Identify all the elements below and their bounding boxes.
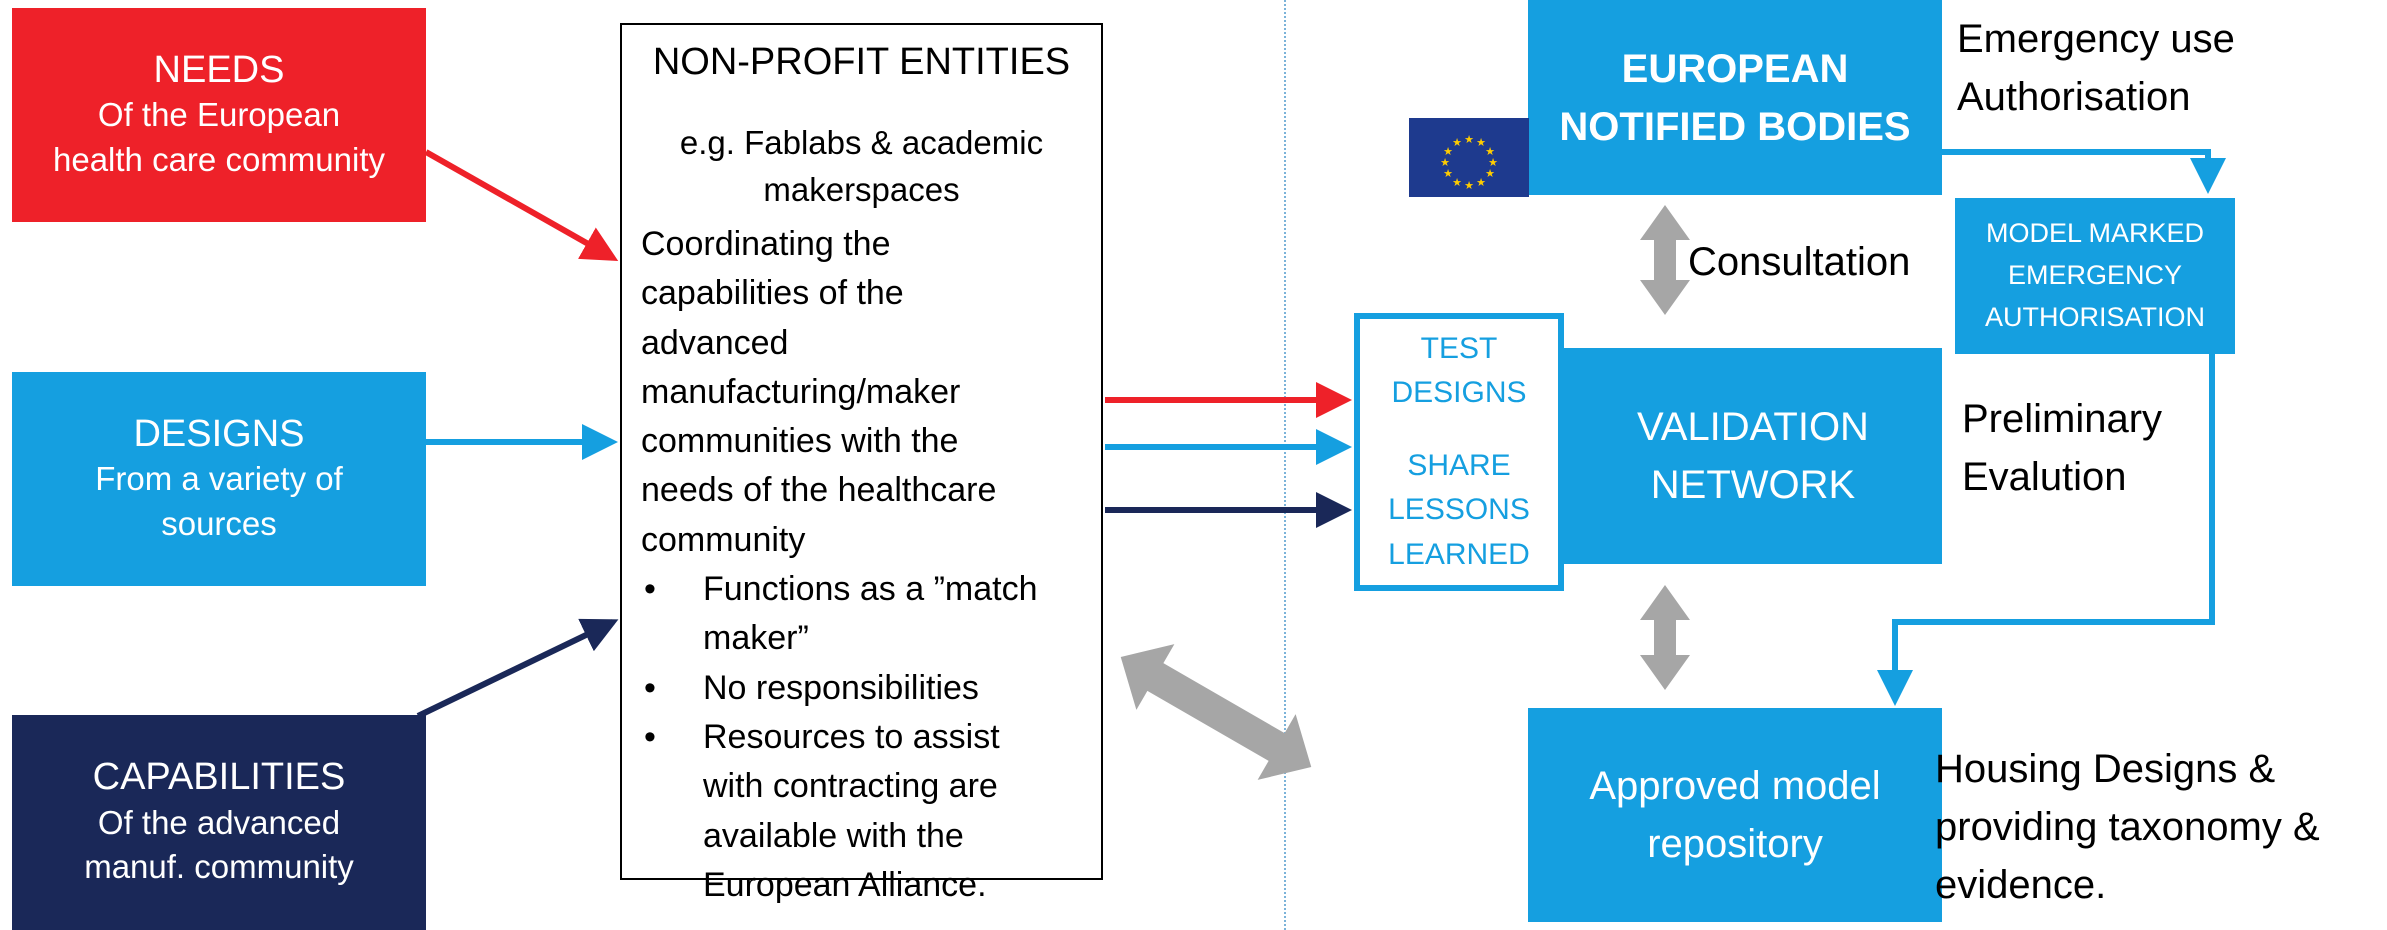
- eu-flag-icon: ★ ★ ★ ★ ★ ★ ★ ★ ★ ★ ★ ★: [1409, 118, 1529, 197]
- body-line: manufacturing/maker: [641, 372, 961, 411]
- needs-title: NEEDS: [153, 48, 285, 91]
- body-line: community: [641, 520, 806, 559]
- emergency-line1: Emergency use: [1957, 17, 2235, 61]
- non-profit-subtitle-line2: makerspaces: [763, 171, 960, 209]
- consultation-double-arrow: [1640, 205, 1690, 315]
- bullet-line: available with the: [703, 816, 964, 855]
- model-marked-box: MODEL MARKED EMERGENCY AUTHORISATION: [1955, 198, 2235, 354]
- needs-box: NEEDS Of the European health care commun…: [12, 8, 426, 222]
- test-line1: TEST: [1420, 332, 1498, 366]
- bullet-line: Resources to assist: [703, 717, 1000, 756]
- non-profit-box: NON-PROFIT ENTITIES e.g. Fablabs & acade…: [620, 23, 1103, 904]
- preliminary-line1: Preliminary: [1962, 397, 2163, 441]
- marked-to-repository-connector: [1877, 354, 2215, 706]
- body-line: advanced: [641, 323, 789, 362]
- svg-text:★: ★: [1476, 176, 1486, 189]
- housing-line2: providing taxonomy &: [1935, 805, 2320, 849]
- test-line2: DESIGNS: [1391, 376, 1527, 410]
- designs-line2: sources: [161, 504, 277, 542]
- validation-network-box: VALIDATION NETWORK: [1564, 348, 1942, 564]
- emergency-line2: Authorisation: [1957, 75, 2191, 119]
- svg-text:★: ★: [1488, 156, 1498, 169]
- model-marked-line3: AUTHORISATION: [1984, 301, 2205, 332]
- housing-designs-label: Housing Designs & providing taxonomy & e…: [1935, 740, 2320, 914]
- repository-double-arrow: [1640, 585, 1690, 690]
- housing-line3: evidence.: [1935, 863, 2107, 907]
- bullet-list: Functions as a ”match maker” No responsi…: [641, 565, 1091, 910]
- repository-line1: Approved model: [1589, 764, 1881, 808]
- bullet-line: maker”: [703, 619, 809, 658]
- capabilities-arrow: [416, 618, 619, 719]
- body-line: capabilities of the: [641, 274, 904, 313]
- needs-line1: Of the European: [97, 96, 341, 134]
- authorisation-connector: [1942, 149, 2226, 194]
- bullet-item: No responsibilities: [641, 664, 1091, 714]
- designs-title: DESIGNS: [133, 412, 305, 455]
- svg-text:★: ★: [1440, 156, 1450, 169]
- designs-box: DESIGNS From a variety of sources: [12, 372, 426, 586]
- capabilities-line1: Of the advanced: [97, 803, 341, 841]
- emergency-use-label: Emergency use Authorisation: [1957, 10, 2235, 126]
- european-notified-bodies-box: EUROPEAN NOTIFIED BODIES: [1528, 0, 1942, 195]
- share-line1: SHARE: [1407, 448, 1511, 482]
- validation-line1: VALIDATION: [1637, 405, 1869, 449]
- preliminary-evaluation-label: Preliminary Evalution: [1962, 390, 2162, 506]
- model-marked-line1: MODEL MARKED: [1985, 218, 2205, 249]
- non-profit-title: NON-PROFIT ENTITIES: [652, 41, 1071, 83]
- model-marked-line2: EMERGENCY: [2007, 260, 2183, 291]
- capabilities-line2: manuf. community: [84, 848, 354, 886]
- section-divider: [1284, 0, 1286, 930]
- diagonal-double-arrow: [1120, 644, 1312, 780]
- consultation-label: Consultation: [1688, 240, 1911, 284]
- needs-arrow: [424, 149, 619, 261]
- designs-line1: From a variety of: [95, 460, 343, 498]
- non-profit-subtitle: e.g. Fablabs & academic makerspaces: [622, 119, 1101, 213]
- svg-text:★: ★: [1464, 133, 1474, 146]
- housing-line1: Housing Designs &: [1935, 747, 2276, 791]
- test-designs-box: TEST DESIGNS SHARE LESSONS LEARNED: [1354, 313, 1564, 591]
- bullet-line: with contracting are: [703, 767, 998, 806]
- bullet-item: Functions as a ”match maker”: [641, 565, 1091, 664]
- svg-text:★: ★: [1464, 179, 1474, 192]
- notified-bodies-line2: NOTIFIED BODIES: [1559, 104, 1911, 149]
- approved-model-repository-box: Approved model repository: [1528, 708, 1942, 922]
- svg-text:★: ★: [1476, 136, 1486, 149]
- svg-text:★: ★: [1452, 176, 1462, 189]
- notified-bodies-line1: EUROPEAN: [1621, 46, 1849, 91]
- preliminary-line2: Evalution: [1962, 455, 2127, 499]
- non-profit-body: Coordinating the capabilities of the adv…: [641, 220, 1091, 910]
- svg-text:★: ★: [1485, 145, 1495, 158]
- body-line: Coordinating the: [641, 225, 891, 263]
- svg-text:★: ★: [1485, 167, 1495, 180]
- eu-flag-stars: ★ ★ ★ ★ ★ ★ ★ ★ ★ ★ ★ ★: [1409, 118, 1529, 197]
- bullet-line: European Alliance.: [703, 865, 987, 904]
- repository-line2: repository: [1647, 822, 1823, 866]
- svg-text:★: ★: [1452, 136, 1462, 149]
- body-line: communities with the: [641, 422, 959, 461]
- svg-text:★: ★: [1443, 145, 1453, 158]
- share-line2: LESSONS: [1388, 493, 1530, 527]
- bullet-line: No responsibilities: [703, 668, 979, 707]
- validation-line2: NETWORK: [1650, 463, 1856, 507]
- bullet-line: Functions as a ”match: [703, 570, 1038, 609]
- non-profit-subtitle-line1: e.g. Fablabs & academic: [679, 124, 1044, 161]
- capabilities-box: CAPABILITIES Of the advanced manuf. comm…: [12, 715, 426, 930]
- bullet-item: Resources to assist with contracting are…: [641, 713, 1091, 910]
- share-line3: LEARNED: [1388, 537, 1530, 571]
- needs-line2: health care community: [53, 140, 385, 178]
- capabilities-title: CAPABILITIES: [92, 756, 346, 799]
- svg-text:★: ★: [1443, 167, 1453, 180]
- body-line: needs of the healthcare: [641, 471, 997, 510]
